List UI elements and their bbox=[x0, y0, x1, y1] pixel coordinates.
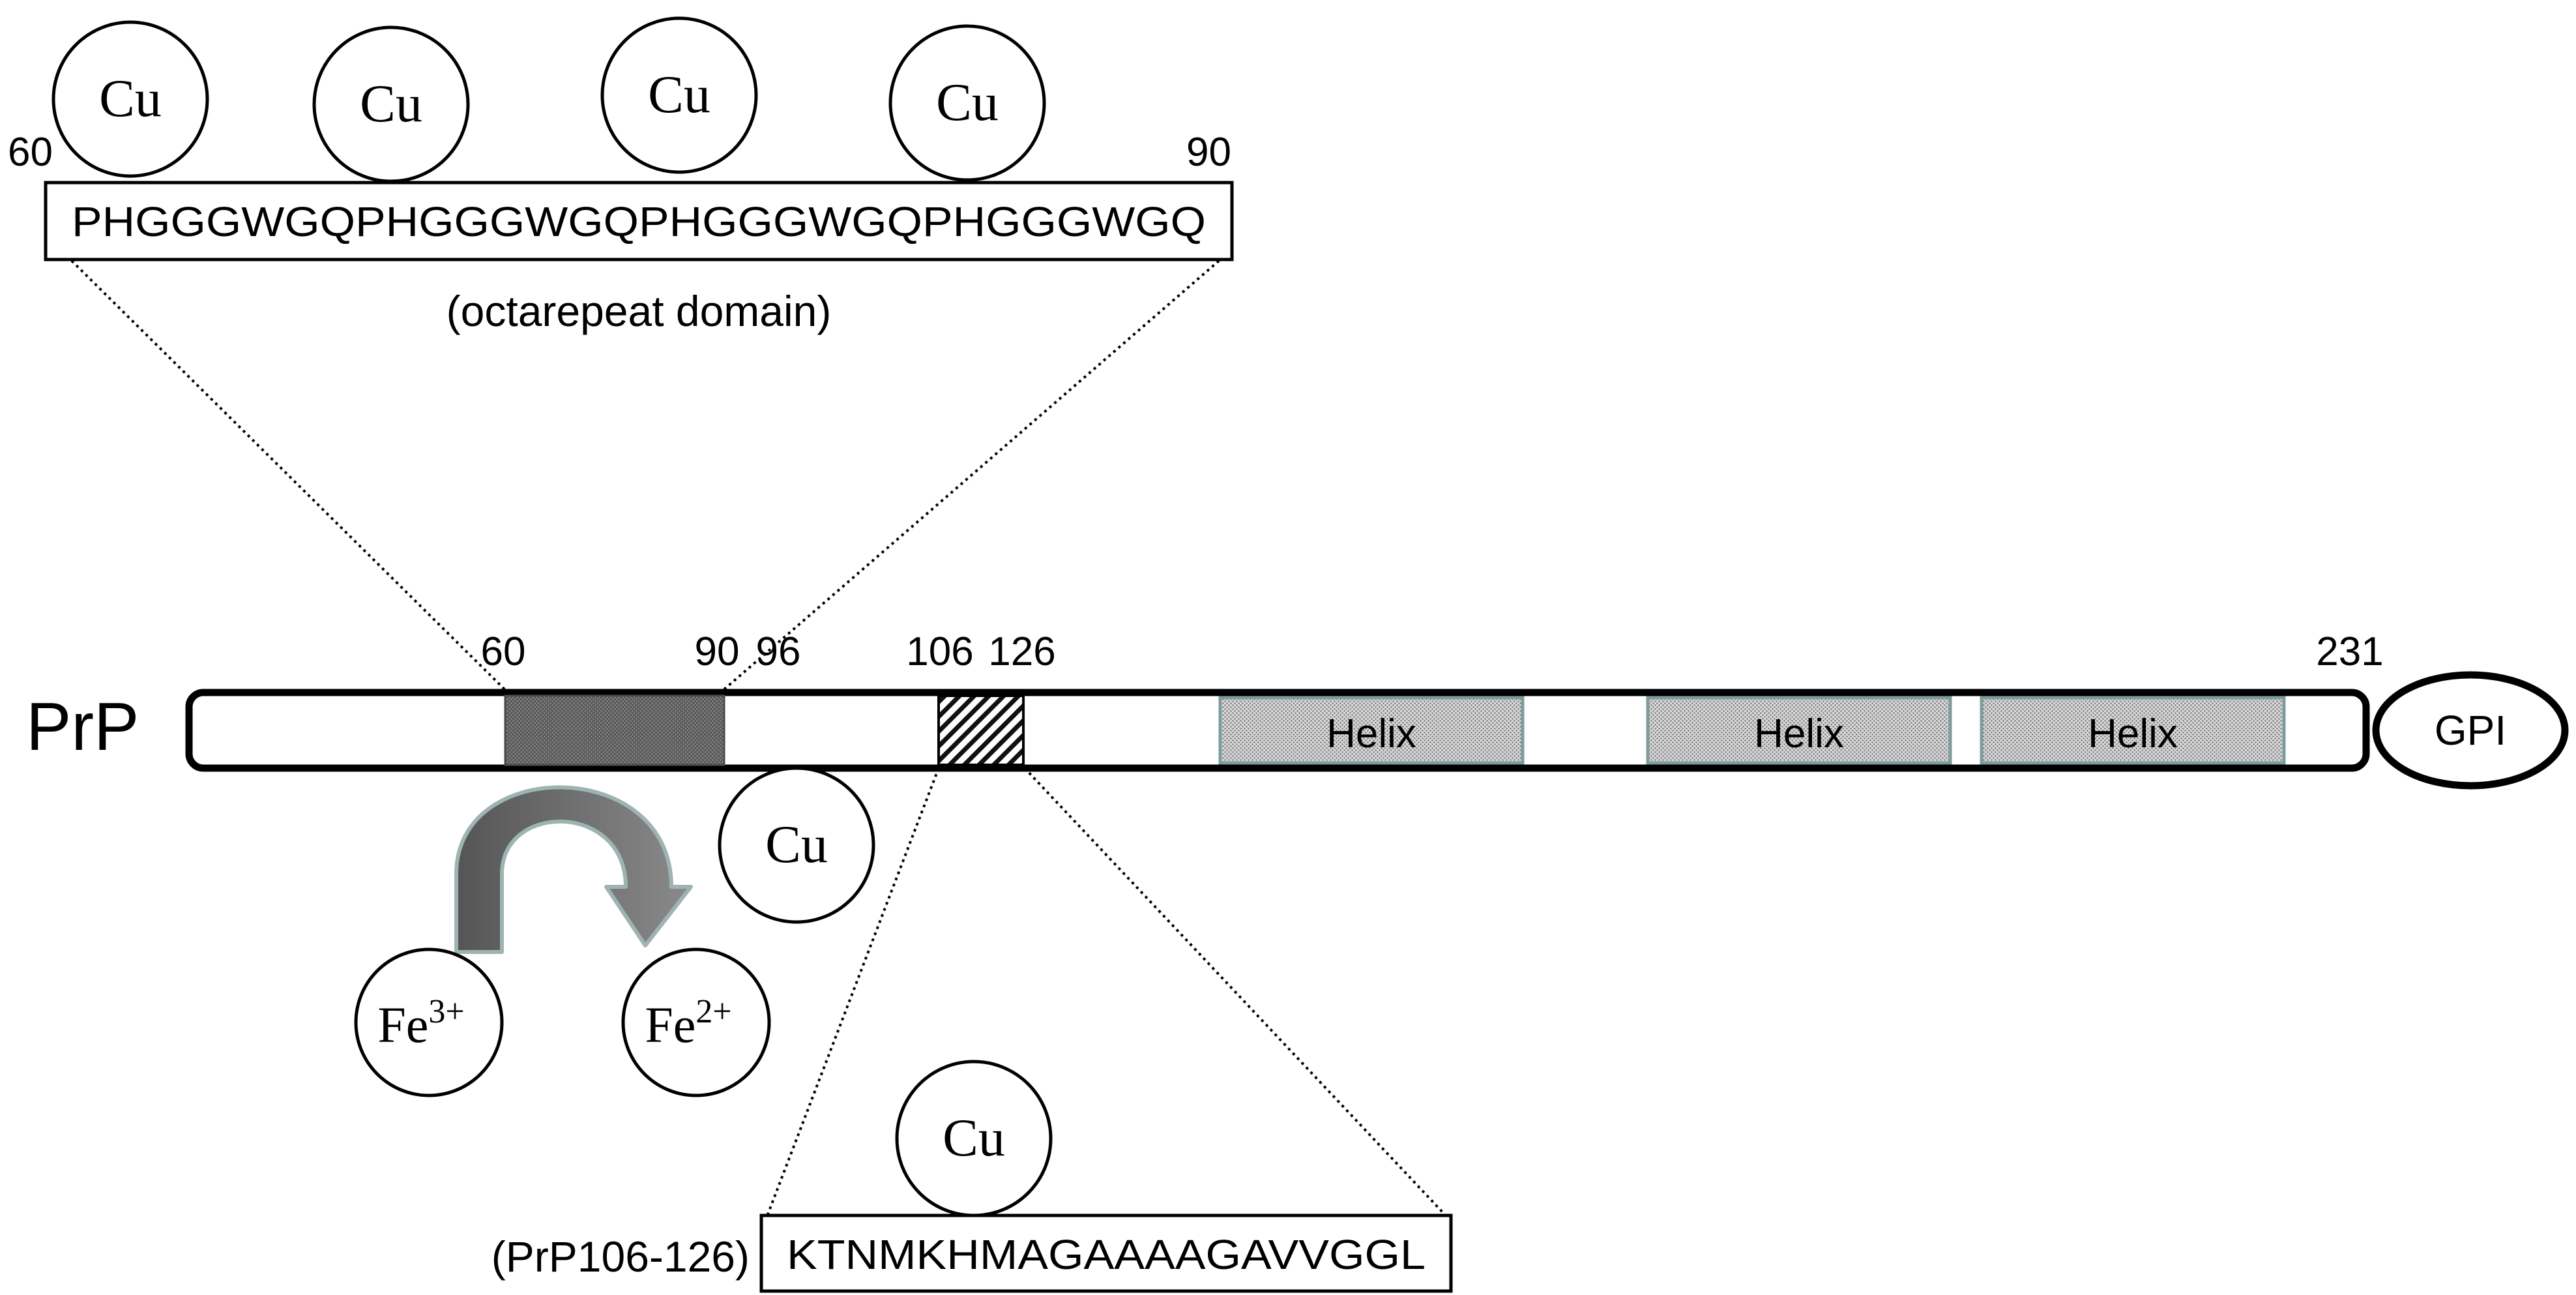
octarepeat-copper-ions: Cu Cu Cu Cu bbox=[51, 16, 1046, 183]
svg-text:Fe2+: Fe2+ bbox=[645, 993, 731, 1053]
ferrous-iron-ion: Fe2+ bbox=[621, 947, 771, 1097]
copper-ion-96: Cu bbox=[718, 766, 875, 924]
copper-ion-peptide: Cu bbox=[895, 1060, 1053, 1217]
position-231: 231 bbox=[2316, 629, 2383, 674]
helix-label: Helix bbox=[2088, 711, 2178, 756]
position-90: 90 bbox=[695, 629, 740, 674]
neurotoxic-peptide-region bbox=[937, 694, 1025, 766]
octarepeat-caption: (octarepeat domain) bbox=[446, 287, 832, 335]
copper-label: Cu bbox=[360, 74, 422, 133]
position-106: 106 bbox=[906, 629, 973, 674]
octarepeat-start-number: 60 bbox=[8, 130, 53, 175]
copper-ion-3: Cu bbox=[600, 16, 758, 174]
svg-text:Fe3+: Fe3+ bbox=[377, 993, 464, 1053]
peptide-sequence-box: (PrP106-126) KTNMKHMAGAAAAGAVVGGL bbox=[491, 1213, 1453, 1293]
copper-ion-4: Cu bbox=[888, 24, 1046, 182]
gpi-label: GPI bbox=[2435, 707, 2506, 754]
helix-2: Helix bbox=[1646, 696, 1952, 765]
helix-3: Helix bbox=[1980, 696, 2286, 765]
peptide-sequence: KTNMKHMAGAAAAGAVVGGL bbox=[787, 1231, 1426, 1278]
protein-name: PrP bbox=[26, 689, 139, 765]
copper-ion-2: Cu bbox=[312, 25, 470, 183]
ferrous-iron-charge: 2+ bbox=[695, 993, 731, 1030]
ferric-iron-ion: Fe3+ bbox=[354, 947, 504, 1097]
prp-protein-bar: PrP Helix Helix Helix GPI bbox=[26, 671, 2569, 790]
octarepeat-connector-lines bbox=[70, 260, 1220, 691]
octarepeat-sequence: PHGGGWGQPHGGGWGQPHGGGWGQPHGGGWGQ bbox=[72, 198, 1206, 245]
peptide-label: (PrP106-126) bbox=[491, 1232, 750, 1281]
octarepeat-end-number: 90 bbox=[1186, 130, 1231, 175]
position-126: 126 bbox=[988, 629, 1055, 674]
gpi-anchor: GPI bbox=[2372, 671, 2569, 790]
helix-label: Helix bbox=[1754, 711, 1844, 756]
reduction-arrow bbox=[454, 785, 693, 954]
ferric-iron-symbol: Fe bbox=[377, 996, 428, 1053]
copper-label: Cu bbox=[99, 68, 162, 128]
helix-1: Helix bbox=[1218, 696, 1525, 765]
position-96: 96 bbox=[756, 629, 801, 674]
peptide-connector-lines bbox=[767, 767, 1446, 1215]
octarepeat-sequence-box: 60 90 PHGGGWGQPHGGGWGQPHGGGWGQPHGGGWGQ (… bbox=[8, 130, 1234, 335]
position-60: 60 bbox=[481, 629, 526, 674]
ferric-iron-charge: 3+ bbox=[428, 993, 464, 1030]
copper-ion-1: Cu bbox=[51, 20, 209, 178]
octarepeat-region bbox=[504, 694, 725, 766]
position-numbers: 60 90 96 106 126 231 bbox=[481, 629, 2384, 674]
copper-label: Cu bbox=[936, 72, 999, 132]
ferrous-iron-symbol: Fe bbox=[645, 996, 695, 1053]
copper-label: Cu bbox=[765, 814, 828, 874]
helix-label: Helix bbox=[1326, 711, 1416, 756]
copper-label: Cu bbox=[943, 1108, 1005, 1167]
copper-label: Cu bbox=[648, 65, 710, 124]
